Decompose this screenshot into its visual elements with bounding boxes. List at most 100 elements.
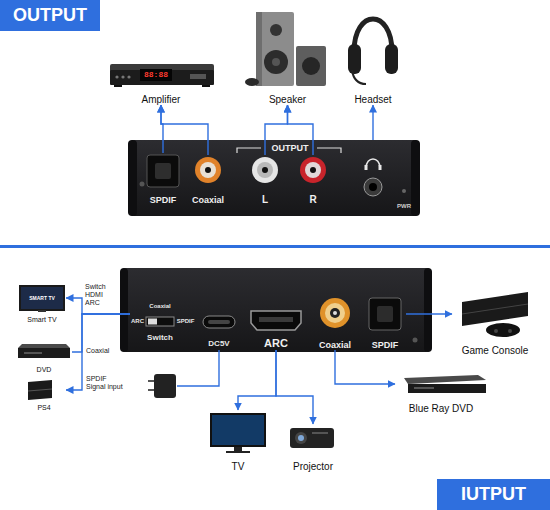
smart-tv-illustration xyxy=(20,286,64,312)
coaxial-jack xyxy=(320,298,350,328)
projector-body xyxy=(290,428,334,448)
node-text: OUTPUT xyxy=(264,143,316,153)
power-adapter xyxy=(148,350,219,398)
signal-connector xyxy=(276,350,313,424)
housing-end xyxy=(424,268,432,352)
optical-port xyxy=(147,155,179,187)
dvd-illustration xyxy=(18,344,70,358)
screw xyxy=(413,338,418,343)
signal-connector xyxy=(265,105,288,155)
headphone-symbol xyxy=(379,165,382,170)
blu-ray-illustration xyxy=(404,375,486,393)
optical-shutter xyxy=(155,163,171,179)
node-text: Headset xyxy=(354,94,391,106)
lens-glass xyxy=(298,435,304,441)
headset-illustration xyxy=(348,19,398,84)
node-text: TV xyxy=(232,461,245,473)
node-text: PS4 xyxy=(37,404,50,412)
jack-hole xyxy=(205,167,211,173)
tv-screen xyxy=(20,286,64,310)
device-node: Amplifier xyxy=(105,58,217,105)
optical-port xyxy=(369,298,401,330)
jack-hole xyxy=(262,167,268,173)
node-text: SPDIF xyxy=(372,340,399,350)
device-node: Projector xyxy=(280,424,346,472)
hdmi-pins xyxy=(259,317,293,322)
housing-body xyxy=(120,268,432,352)
projector-illustration xyxy=(290,428,334,448)
section-divider xyxy=(0,245,550,248)
converter-panel: SwitchCoaxialARCSPDIFDC5VARCCoaxialSPDIF xyxy=(120,268,432,352)
edge-label: Coaxial xyxy=(86,347,120,355)
node-text: Switch xyxy=(136,333,184,342)
signal-connector xyxy=(72,314,130,352)
jack-ring xyxy=(305,162,321,178)
console-body xyxy=(28,380,52,400)
foot xyxy=(114,85,122,87)
console-groove xyxy=(462,304,528,314)
headphone-jack xyxy=(364,178,382,196)
console-groove xyxy=(28,389,52,391)
player-front xyxy=(408,384,486,393)
node-text: Amplifier xyxy=(142,94,181,106)
controller-stick xyxy=(494,329,498,333)
box-front xyxy=(110,70,214,85)
player-top xyxy=(404,375,486,384)
button xyxy=(121,75,124,78)
port-node: R xyxy=(298,155,328,205)
node-text: DVD xyxy=(37,366,52,374)
controller xyxy=(486,323,520,337)
signal-connector xyxy=(66,314,130,390)
signal-connector xyxy=(288,105,314,155)
ps4-illustration xyxy=(28,380,52,400)
headphone-symbol xyxy=(365,165,368,170)
output-bracket xyxy=(317,148,341,153)
port-node: Coaxial xyxy=(188,155,228,205)
vent xyxy=(312,432,328,434)
port-node: Coaxial xyxy=(315,296,355,350)
housing-end xyxy=(128,140,137,216)
device-node: Blue Ray DVD xyxy=(395,372,487,414)
device-node: Speaker xyxy=(245,8,330,105)
jack-hole xyxy=(310,167,316,173)
port-node: SPDIF xyxy=(145,153,181,205)
remote-puck xyxy=(245,78,259,86)
node-text: Coaxial xyxy=(192,195,224,205)
node-text: SPDIF xyxy=(150,195,177,205)
signal-connector xyxy=(161,105,208,155)
right-jack xyxy=(300,157,326,183)
coaxial-jack xyxy=(195,157,221,183)
node-text: Speaker xyxy=(269,94,306,106)
housing-end xyxy=(120,268,128,352)
adapter-prong xyxy=(148,380,154,382)
hdmi-port xyxy=(251,311,301,330)
button xyxy=(127,75,130,78)
woofer-cap xyxy=(272,58,280,66)
power-led xyxy=(402,189,406,193)
node-text: PWR xyxy=(391,203,417,210)
amplifier-illustration xyxy=(110,64,214,87)
device-node: Headset xyxy=(345,8,401,105)
player-front xyxy=(18,348,70,358)
output-panel-ports xyxy=(147,148,406,196)
small-speaker xyxy=(296,46,326,86)
small-woofer xyxy=(302,57,320,75)
usb-c-tongue xyxy=(208,320,230,324)
device-node: Game Console xyxy=(452,272,538,356)
jack-hole xyxy=(369,183,377,191)
tv-neck xyxy=(234,447,242,451)
device-node: DVD xyxy=(16,342,72,374)
ear-cup xyxy=(385,44,398,74)
node-text: SPDIF xyxy=(175,318,196,325)
mic-boom xyxy=(352,70,366,84)
screw xyxy=(140,182,145,187)
tv-frame xyxy=(210,413,266,447)
device-node: Smart TV xyxy=(18,284,66,324)
usb-c-port xyxy=(203,316,235,328)
device-node: TV xyxy=(205,410,271,472)
signal-connector xyxy=(372,105,373,140)
left-jack xyxy=(252,157,278,183)
port-node: DC5V xyxy=(200,314,238,348)
